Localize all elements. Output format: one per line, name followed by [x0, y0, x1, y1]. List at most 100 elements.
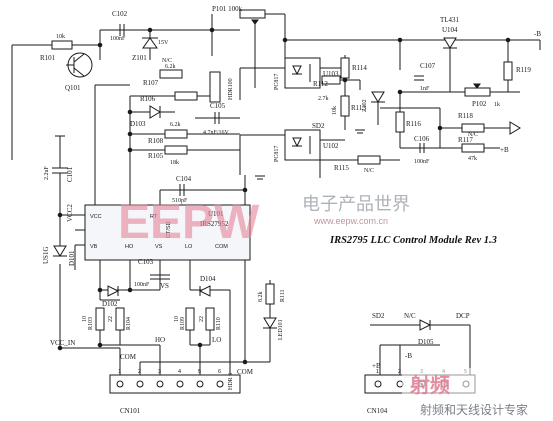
- label-u102: U102: [323, 142, 339, 150]
- label-r111-value: 8.2k: [258, 292, 264, 303]
- watermark-chinese-text: 电子产品世界: [302, 194, 410, 215]
- label-ho: HO: [155, 336, 165, 344]
- output-arrow: [509, 121, 521, 135]
- resistor-r111: [265, 283, 275, 305]
- label-r105-value: 18k: [170, 160, 179, 166]
- label-c105-value: 4.7nF/16V: [203, 130, 230, 136]
- capacitor-c106: [419, 143, 425, 153]
- pin-ho: HO: [125, 244, 134, 250]
- label-c106-value: 100nF: [414, 159, 430, 165]
- watermark2-logo: 射频: [409, 373, 450, 397]
- label-vcc2: VCC2: [66, 204, 74, 222]
- label-cn101: CN101: [120, 407, 141, 415]
- capacitor-c104: [179, 184, 185, 196]
- pin-vb: VB: [90, 244, 98, 250]
- label-c101: C101: [66, 166, 74, 182]
- label-r103-value: 10: [82, 316, 88, 322]
- capacitor-c101: [52, 160, 68, 182]
- label-pc817-b: PC817: [274, 146, 280, 162]
- label-r112: R112: [313, 80, 328, 88]
- label-nc-r118: N/C: [468, 132, 478, 138]
- label-c107-value: 1nF: [420, 86, 430, 92]
- shunt-regulator-u104: [443, 37, 457, 49]
- label-vs: VS: [160, 282, 169, 290]
- label-r108-value: 6.2k: [170, 122, 181, 128]
- label-tl431: TL431: [440, 16, 460, 24]
- label-sd2-b: SD2: [372, 312, 385, 320]
- label-d103: D103: [130, 120, 146, 128]
- pin-lo: LO: [185, 244, 193, 250]
- label-r119: R119: [516, 66, 531, 74]
- label-c104-value: 510pF: [172, 198, 188, 204]
- label-r109: R109: [180, 317, 186, 330]
- label-r101-value: 10k: [56, 34, 65, 40]
- diode-d103: [149, 105, 161, 119]
- label-r107-value: 6.2k: [165, 64, 176, 70]
- resistor-r108: [164, 129, 188, 139]
- label-u103: U103: [323, 70, 339, 78]
- label-r101: R101: [40, 54, 56, 62]
- label-r114: R114: [352, 64, 367, 72]
- label-c102: C102: [112, 10, 128, 18]
- label-pos-b2: +B: [372, 362, 381, 370]
- resistor-r104: [115, 307, 125, 331]
- label-r116: R116: [406, 120, 421, 128]
- optocoupler-u103: [284, 57, 321, 89]
- label-u104: U104: [442, 26, 458, 34]
- header-hdr100: [209, 71, 221, 103]
- label-r107: R107: [143, 79, 159, 87]
- label-r104-value: 22: [108, 316, 114, 322]
- label-hdr100: HDR100: [228, 78, 234, 100]
- label-nc-r115: N/C: [364, 168, 374, 174]
- label-lo: LO: [212, 336, 221, 344]
- cn101-pin-2: 2: [138, 369, 141, 375]
- cn101-pin-4: 4: [178, 369, 181, 375]
- label-r118: R118: [458, 112, 473, 120]
- capacitor-c105: [214, 112, 220, 124]
- label-cn104: CN104: [367, 407, 388, 415]
- label-d104: D104: [200, 275, 216, 283]
- label-dcp: DCP: [456, 312, 470, 320]
- resistor-r117: [461, 143, 485, 153]
- potentiometer-p102: [464, 83, 491, 97]
- label-u101: U101: [208, 210, 224, 218]
- label-sd2-a: SD2: [312, 122, 325, 130]
- resistor-r107: [159, 69, 183, 79]
- label-nc1: N/C: [162, 58, 172, 64]
- label-c105: C105: [210, 102, 226, 110]
- label-q101: Q101: [65, 84, 81, 92]
- label-r111: R111: [280, 289, 286, 302]
- label-neg-b-top: -B: [534, 30, 541, 38]
- pin-ctsd: CT/SD: [166, 221, 172, 238]
- transistor-q101: [66, 52, 93, 78]
- watermark-eepw: EEPW 电子产品世界 www.eepw.com.cn: [118, 194, 410, 249]
- label-led101: LED101: [278, 319, 284, 340]
- watermark-rf: 射频 射频和天线设计专家: [402, 368, 548, 418]
- label-r105: R105: [148, 152, 164, 160]
- resistor-r105: [164, 145, 188, 155]
- label-r115: R115: [334, 164, 349, 172]
- wires: [11, 13, 541, 375]
- label-c103: C103: [138, 258, 154, 266]
- label-p102-value: 1k: [494, 102, 500, 108]
- pin-vs: VS: [155, 244, 163, 250]
- zener-z101: [142, 37, 158, 49]
- label-pc817-a: PC817: [274, 74, 280, 90]
- cn101-pin-6: 6: [218, 369, 221, 375]
- label-ic-part: IRS27952: [200, 220, 229, 228]
- cn104-pin-2: 2: [398, 369, 401, 375]
- capacitor-c107: [414, 75, 424, 81]
- label-r110-value: 22: [199, 316, 205, 322]
- label-com-b: COM: [237, 368, 254, 376]
- label-us1g: US1G: [42, 246, 50, 264]
- label-r106: R106: [140, 95, 156, 103]
- resistor-r113: [340, 95, 350, 117]
- label-neg-b2: -B: [405, 352, 412, 360]
- label-z102: Z102: [362, 99, 368, 112]
- optocoupler-u102: [284, 129, 321, 161]
- zener-z102: [371, 91, 385, 125]
- capacitor-c102: [119, 24, 125, 36]
- label-r110: R110: [216, 317, 222, 330]
- label-r112-value: 2.7k: [318, 96, 329, 102]
